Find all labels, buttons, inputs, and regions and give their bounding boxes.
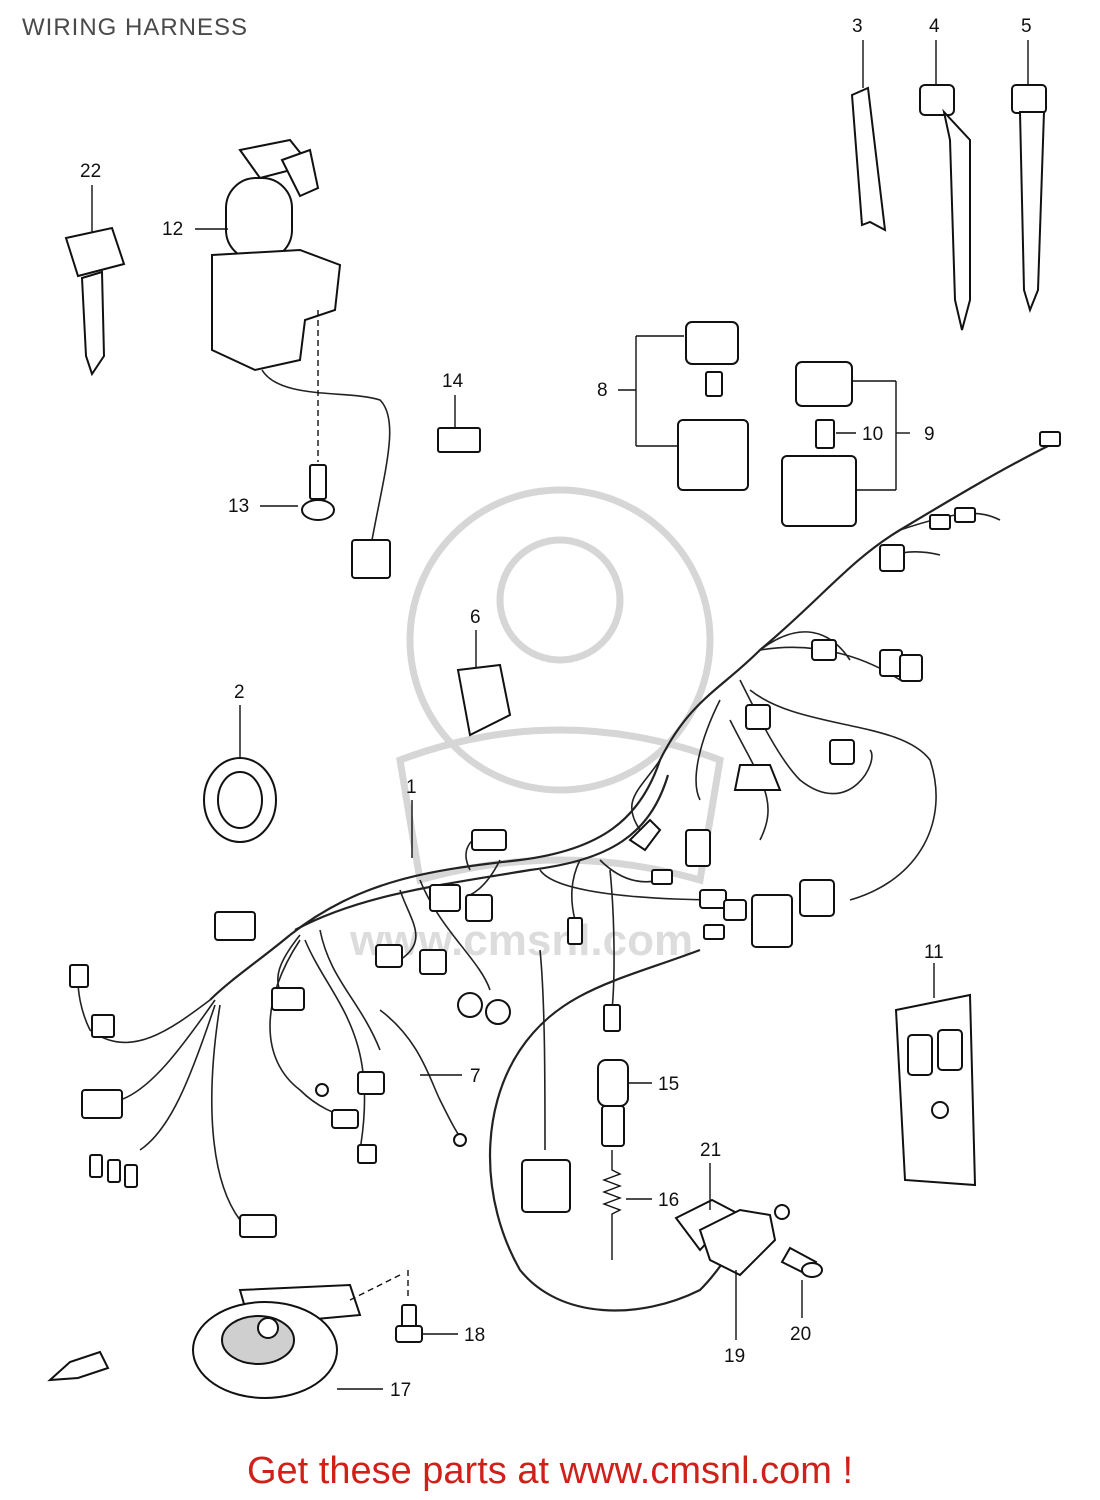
terminal [107, 1159, 121, 1183]
bolt [395, 1304, 423, 1343]
terminal [567, 917, 583, 945]
callout-9: 9 [924, 424, 935, 445]
terminal [929, 514, 951, 530]
horn [192, 1283, 362, 1399]
connector-block [879, 544, 905, 572]
connector-block [723, 899, 747, 921]
connector-block [429, 884, 461, 912]
clamp-3 [850, 86, 887, 232]
ring-terminal [453, 1133, 467, 1147]
callout-13: 13 [228, 496, 249, 517]
screw [301, 464, 335, 521]
callout-20: 20 [790, 1324, 811, 1345]
grommet [203, 757, 277, 843]
key [64, 226, 126, 377]
relay-assembly-9 [781, 361, 857, 527]
connector-block [733, 764, 782, 791]
connector-block [239, 1214, 277, 1238]
connector-block [214, 911, 256, 941]
connector-block [465, 894, 493, 922]
connector-block [699, 889, 727, 909]
leader-lines [91, 40, 1029, 1390]
connector-block [91, 1014, 115, 1038]
connector-block [419, 949, 447, 975]
terminal [357, 1144, 377, 1164]
pad [437, 427, 481, 453]
terminal [1039, 431, 1061, 447]
callout-10: 10 [862, 424, 883, 445]
connector-block [899, 654, 923, 682]
connector-block [81, 1089, 123, 1119]
round-connector [457, 992, 483, 1018]
connector-block [799, 879, 835, 917]
ring-terminal [315, 1083, 329, 1097]
connector-block [879, 649, 903, 677]
callout-3: 3 [852, 16, 863, 37]
callout-6: 6 [470, 607, 481, 628]
callout-2: 2 [234, 682, 245, 703]
terminal [651, 869, 673, 885]
watermark-text: www.cmsnl.com [349, 916, 693, 965]
callout-5: 5 [1021, 16, 1032, 37]
callout-7: 7 [470, 1066, 481, 1087]
callout-19: 19 [724, 1346, 745, 1367]
callout-12: 12 [162, 219, 183, 240]
callout-8: 8 [597, 380, 608, 401]
connector-block [331, 1109, 359, 1129]
connector-block [751, 894, 793, 948]
footer-promo-link[interactable]: Get these parts at www.cmsnl.com ! [246, 1450, 854, 1492]
callout-22: 22 [80, 161, 101, 182]
connector-block [69, 964, 89, 988]
spring [602, 1150, 622, 1260]
connector-block [471, 829, 507, 851]
connector-block [375, 944, 403, 968]
callout-21: 21 [700, 1140, 721, 1161]
diagram-title: WIRING HARNESS [22, 14, 249, 41]
ignition-switch [211, 138, 391, 579]
harness-connectors [69, 431, 1061, 1238]
connector-block [685, 829, 711, 867]
connector-block [829, 739, 855, 765]
callout-18: 18 [464, 1325, 485, 1346]
connector-block [745, 704, 771, 730]
terminal [628, 818, 662, 852]
relay-assembly-8 [677, 321, 749, 491]
cover [894, 993, 977, 1187]
terminal [703, 924, 725, 940]
watermark: www.cmsnl.com [349, 486, 724, 965]
switch-bracket [674, 1198, 790, 1277]
screw-20 [780, 1246, 823, 1278]
callout-17: 17 [390, 1380, 411, 1401]
bracket [456, 663, 512, 737]
callout-14: 14 [442, 371, 464, 392]
connector-block [271, 987, 305, 1011]
terminal [603, 1004, 621, 1032]
connector-block [811, 639, 837, 661]
stop-switch [597, 1059, 629, 1147]
callout-1: 1 [406, 777, 417, 798]
callout-11: 11 [924, 942, 944, 963]
callout-15: 15 [658, 1074, 679, 1095]
callout-4: 4 [929, 16, 940, 37]
round-connector [485, 999, 511, 1025]
terminal [89, 1154, 103, 1178]
connector-block [521, 1159, 571, 1213]
callout-16: 16 [658, 1190, 679, 1211]
connector-block [357, 1071, 385, 1095]
terminal [124, 1164, 138, 1188]
tie-5 [1011, 84, 1047, 314]
terminal [954, 507, 976, 523]
clamp-4 [919, 84, 971, 331]
callout-numbers: 3 4 5 22 12 13 14 8 10 9 6 2 1 7 11 15 1… [80, 16, 1032, 1401]
forward-arrow-icon [47, 1350, 110, 1382]
